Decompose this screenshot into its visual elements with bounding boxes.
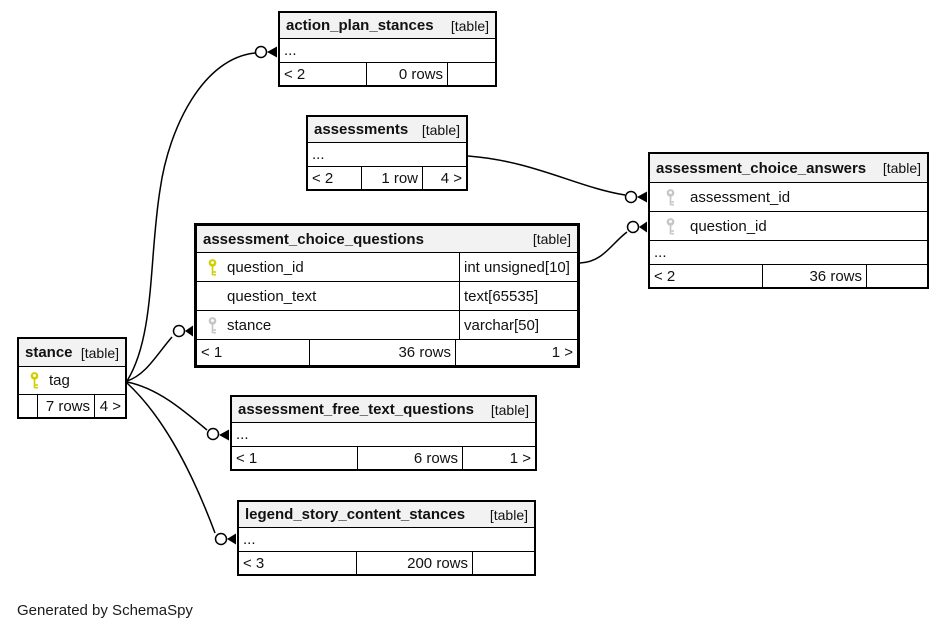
table-footer: < 2 0 rows — [280, 63, 495, 85]
column-name: question_id — [690, 217, 767, 235]
table-action-plan-stances[interactable]: action_plan_stances [table] ... < 2 0 ro… — [278, 11, 497, 87]
column-row: assessment_id — [650, 183, 927, 212]
table-assessment-choice-questions[interactable]: assessment_choice_questions [table] ques… — [194, 223, 580, 368]
column-name: question_text — [227, 287, 317, 305]
footer-parents — [19, 395, 38, 417]
columns-ellipsis-row: ... — [308, 143, 466, 167]
table-header: action_plan_stances [table] — [280, 13, 495, 39]
table-footer: < 2 36 rows — [650, 265, 927, 287]
footer-rowcount: 36 rows — [310, 340, 456, 365]
table-name: assessment_choice_answers — [656, 159, 867, 177]
column-type: varchar[50] — [459, 311, 577, 339]
edge-stance-to-assessment-choice-questions — [126, 336, 173, 382]
footer-rowcount: 7 rows — [38, 395, 95, 417]
table-footer: 7 rows 4 > — [19, 395, 125, 417]
table-kind: [table] — [489, 506, 528, 523]
table-footer: < 1 6 rows 1 > — [232, 447, 535, 469]
table-header: stance [table] — [19, 339, 125, 367]
edge-end-markers — [172, 45, 647, 546]
table-footer: < 3 200 rows — [239, 552, 534, 574]
columns-ellipsis-row: ... — [280, 39, 495, 63]
table-name: legend_story_content_stances — [245, 506, 466, 523]
table-footer: < 2 1 row 4 > — [308, 167, 466, 189]
table-name: assessment_free_text_questions — [238, 401, 474, 418]
columns-ellipsis-row: ... — [232, 423, 535, 447]
column-name: stance — [227, 316, 272, 334]
table-kind: [table] — [450, 17, 489, 34]
footer-rowcount: 200 rows — [357, 552, 473, 574]
edge-assessments-to-assessment-choice-answers — [467, 155, 626, 196]
primary-key-icon — [197, 258, 227, 277]
column-name: question_id — [227, 258, 304, 276]
table-kind: [table] — [421, 121, 460, 138]
column-row: question_id int unsigned[10] — [197, 253, 577, 282]
column-type: text[65535] — [459, 282, 577, 310]
footer-children: 1 > — [551, 344, 573, 361]
table-kind: [table] — [882, 160, 921, 176]
column-name: tag — [49, 372, 70, 389]
column-type: int unsigned[10] — [459, 253, 577, 281]
table-header: assessment_free_text_questions [table] — [232, 397, 535, 423]
table-name: assessments — [314, 121, 409, 138]
foreign-key-icon — [650, 217, 690, 236]
footer-rowcount: 6 rows — [358, 447, 463, 469]
table-header: assessment_choice_answers [table] — [650, 154, 927, 183]
table-assessment-choice-answers[interactable]: assessment_choice_answers [table] assess… — [648, 152, 929, 289]
table-kind: [table] — [490, 401, 529, 418]
footer-parents: < 2 — [650, 265, 763, 287]
table-name: stance — [25, 344, 73, 361]
footer-children: 4 > — [99, 397, 121, 415]
table-header: assessment_choice_questions [table] — [197, 226, 577, 253]
edge-choice-questions-to-choice-answers — [579, 231, 628, 264]
footer-parents: < 2 — [308, 167, 362, 189]
footer-parents: < 1 — [197, 340, 310, 365]
primary-key-icon — [19, 371, 49, 390]
foreign-key-icon — [197, 316, 227, 335]
table-stance[interactable]: stance [table] tag 7 rows 4 > — [17, 337, 127, 419]
column-row: question_text text[65535] — [197, 282, 577, 311]
footer-children: 1 > — [509, 449, 531, 467]
footer-rowcount: 1 row — [362, 167, 423, 189]
table-kind: [table] — [80, 344, 119, 361]
column-row: question_id — [650, 212, 927, 241]
table-footer: < 1 36 rows 1 > — [197, 340, 577, 365]
edge-stance-to-assessment-free-text-questions — [126, 381, 208, 431]
table-name: assessment_choice_questions — [203, 230, 424, 248]
edge-stance-to-action-plan-stances — [126, 52, 256, 382]
table-assessment-free-text-questions[interactable]: assessment_free_text_questions [table] .… — [230, 395, 537, 471]
footer-parents: < 1 — [232, 447, 358, 469]
footer-children: 4 > — [440, 169, 462, 187]
columns-ellipsis-row: ... — [239, 528, 534, 552]
table-header: legend_story_content_stances [table] — [239, 502, 534, 528]
generator-note: Generated by SchemaSpy — [17, 602, 193, 619]
footer-parents: < 2 — [280, 63, 367, 85]
column-name: assessment_id — [690, 188, 791, 206]
table-kind: [table] — [532, 231, 571, 247]
table-header: assessments [table] — [308, 117, 466, 143]
footer-rowcount: 0 rows — [367, 63, 448, 85]
columns-ellipsis-row: ... — [650, 241, 927, 265]
column-row: tag — [19, 367, 125, 395]
footer-children — [473, 552, 534, 574]
edge-stance-to-legend-story-content-stances — [126, 382, 216, 534]
table-name: action_plan_stances — [286, 17, 434, 34]
table-assessments[interactable]: assessments [table] ... < 2 1 row 4 > — [306, 115, 468, 191]
footer-rowcount: 36 rows — [763, 265, 867, 287]
foreign-key-icon — [650, 188, 690, 207]
footer-parents: < 3 — [239, 552, 357, 574]
footer-children — [867, 265, 927, 287]
column-row: stance varchar[50] — [197, 311, 577, 340]
footer-children — [448, 63, 495, 85]
table-legend-story-content-stances[interactable]: legend_story_content_stances [table] ...… — [237, 500, 536, 576]
